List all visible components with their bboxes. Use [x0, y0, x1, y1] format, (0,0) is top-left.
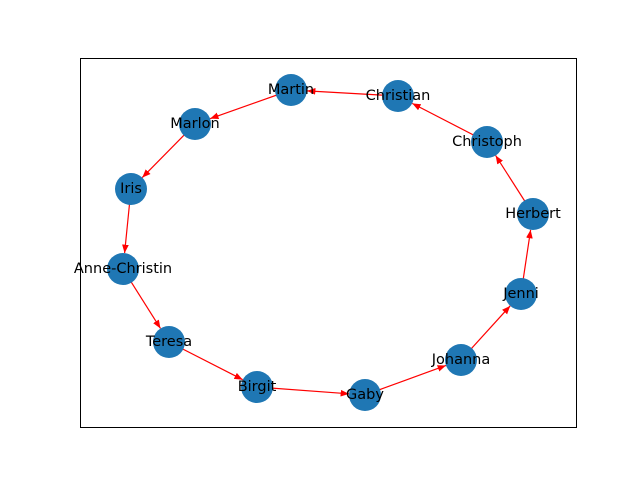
node-label-johanna: Johanna [431, 352, 491, 368]
axes-frame [80, 58, 577, 428]
node-label-gaby: Gaby [346, 387, 384, 403]
node-label-anne-christin: Anne-Christin [74, 261, 172, 277]
node-herbert [517, 198, 549, 230]
node-marlon [179, 108, 211, 140]
node-martin [275, 74, 307, 106]
node-label-iris: Iris [120, 181, 142, 197]
node-birgit [241, 371, 273, 403]
node-jenni [505, 278, 537, 310]
node-label-marlon: Marlon [170, 116, 219, 132]
node-johanna [445, 344, 477, 376]
node-label-jenni: Jenni [502, 286, 539, 302]
node-label-martin: Martin [268, 82, 314, 98]
node-christoph [471, 126, 503, 158]
node-label-christoph: Christoph [452, 134, 522, 150]
node-label-herbert: Herbert [505, 206, 561, 222]
node-teresa [153, 326, 185, 358]
node-iris [115, 173, 147, 205]
node-christian [382, 80, 414, 112]
node-gaby [349, 379, 381, 411]
node-label-birgit: Birgit [238, 379, 277, 395]
node-anne-christin [107, 253, 139, 285]
node-label-teresa: Teresa [145, 334, 192, 350]
node-label-christian: Christian [366, 88, 431, 104]
nodes: Martin ChristianChristophHerbertJenniJoha… [74, 74, 561, 411]
